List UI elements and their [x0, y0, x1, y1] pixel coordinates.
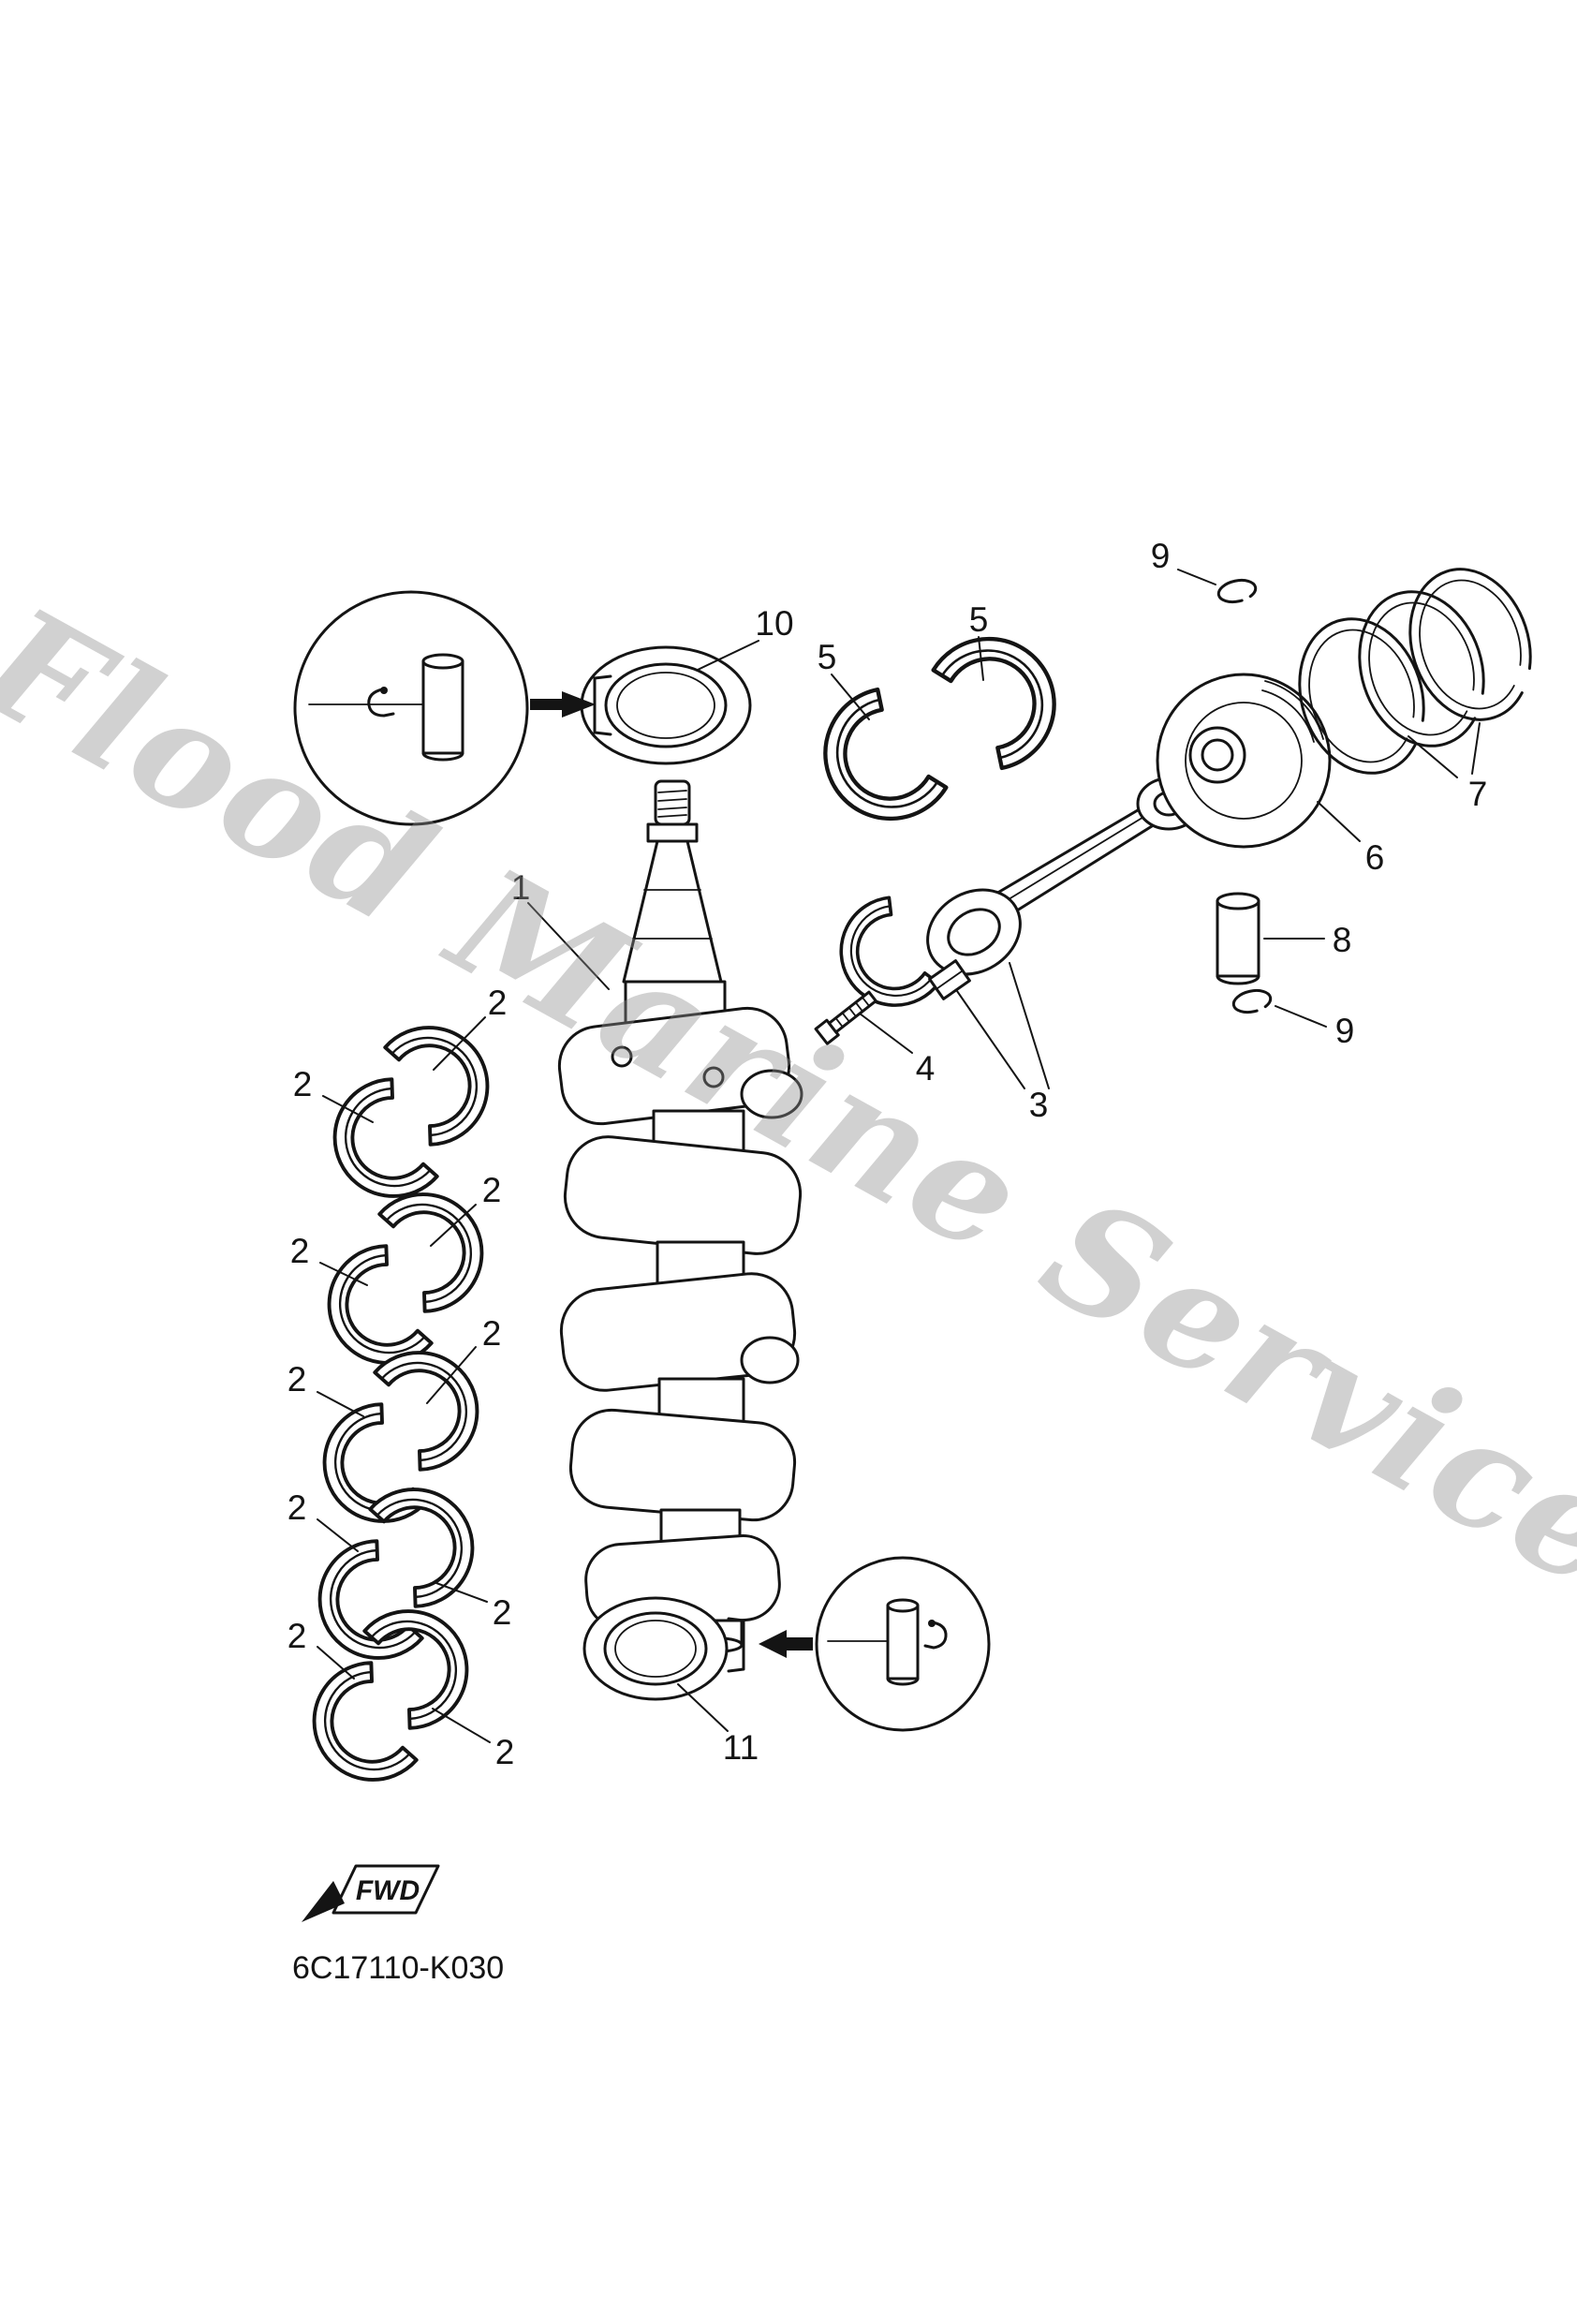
- piston: [1156, 673, 1332, 849]
- part-label-2: 2: [482, 1314, 502, 1353]
- part-label-5a: 5: [818, 638, 837, 676]
- part-labels: 1 10 5 5 9 7 6 8 9 4 3 11 2 2 2 2 2 2 2 …: [287, 537, 1488, 1771]
- detail-callout-bottom: [727, 1556, 991, 1732]
- part-label-2: 2: [287, 1488, 307, 1527]
- pin-clip-bottom: [1231, 988, 1273, 1014]
- bracket-right: [727, 1617, 745, 1673]
- fwd-symbol: FWD: [302, 1864, 440, 1922]
- clip-detail-icon: [367, 688, 395, 718]
- pointer-arrow-right: [530, 691, 596, 718]
- bracket-left: [593, 674, 612, 736]
- part-label-10: 10: [755, 604, 793, 643]
- part-label-2: 2: [482, 1171, 502, 1209]
- part-label-2: 2: [287, 1617, 307, 1655]
- part-label-2: 2: [293, 1065, 313, 1103]
- part-label-2: 2: [290, 1232, 310, 1270]
- part-label-2: 2: [287, 1360, 307, 1399]
- fwd-label: FWD: [356, 1875, 420, 1906]
- main-bearing-set: [293, 1006, 508, 1801]
- oil-seal-bottom: [582, 1596, 729, 1701]
- drawing-code: 6C17110-K030: [292, 1950, 504, 1986]
- pointer-arrow-left: [759, 1630, 813, 1658]
- rod-bearing-shells: [800, 614, 1080, 845]
- part-label-2: 2: [495, 1733, 515, 1771]
- rod-cap: [819, 892, 943, 1027]
- detail-callout-top: [293, 590, 612, 826]
- crankshaft: [557, 779, 803, 1653]
- part-label-6: 6: [1365, 838, 1385, 877]
- bolt-seat-block: [928, 959, 971, 1000]
- part-label-7: 7: [1468, 775, 1488, 813]
- part-label-8: 8: [1333, 921, 1352, 959]
- fwd-arrowhead: [302, 1881, 345, 1922]
- part-label-3: 3: [1029, 1086, 1049, 1124]
- leader-lines: [317, 569, 1481, 1743]
- piston-rings: [1298, 568, 1532, 775]
- part-label-2: 2: [488, 984, 508, 1022]
- part-label-4: 4: [916, 1049, 936, 1088]
- part-label-1: 1: [511, 868, 531, 907]
- rod-bolt: [814, 990, 877, 1045]
- part-label-11: 11: [723, 1728, 759, 1767]
- part-label-9a: 9: [1151, 537, 1171, 575]
- pin-clip-top: [1216, 578, 1258, 604]
- connecting-rod: [926, 777, 1201, 976]
- oil-seal-top: [580, 645, 752, 765]
- part-label-2: 2: [493, 1593, 512, 1632]
- part-label-9b: 9: [1335, 1012, 1355, 1050]
- clip-detail-icon: [923, 1621, 948, 1650]
- piston-pin: [1216, 892, 1260, 985]
- part-label-5b: 5: [969, 600, 989, 639]
